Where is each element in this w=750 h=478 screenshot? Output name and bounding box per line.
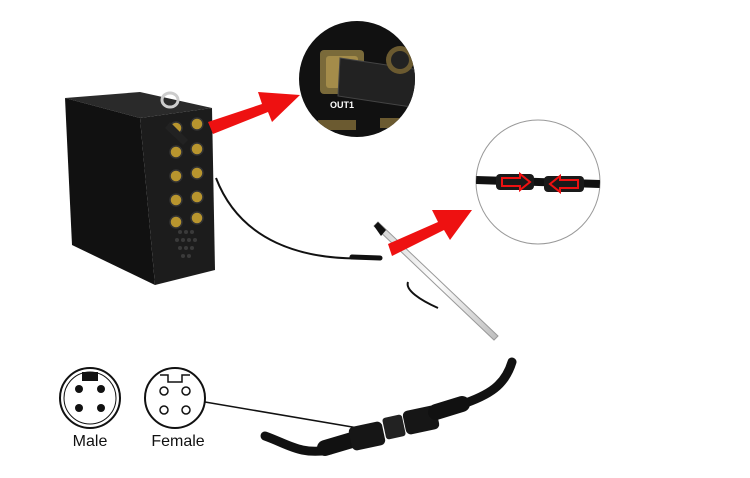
led-light-bar bbox=[373, 221, 499, 341]
female-label: Female bbox=[151, 433, 205, 450]
female-connector-icon bbox=[144, 367, 206, 429]
signal-cable bbox=[215, 177, 376, 260]
male-connector-icon bbox=[59, 367, 121, 429]
pointer-arrow-1 bbox=[208, 92, 300, 134]
lifting-ring bbox=[160, 91, 180, 109]
controller-box bbox=[65, 91, 215, 285]
zoom-port-closeup: OUT1 bbox=[299, 21, 415, 137]
plugged-connector bbox=[165, 122, 188, 145]
pointer-arrow-2 bbox=[388, 210, 472, 256]
extension-cable bbox=[260, 357, 517, 456]
speaker-grille bbox=[175, 230, 197, 258]
port-label: OUT1 bbox=[330, 100, 354, 110]
inline-connector bbox=[349, 254, 383, 261]
leader-line bbox=[204, 401, 371, 431]
male-label: Male bbox=[72, 433, 108, 450]
zoom-inline-connector bbox=[475, 119, 601, 245]
